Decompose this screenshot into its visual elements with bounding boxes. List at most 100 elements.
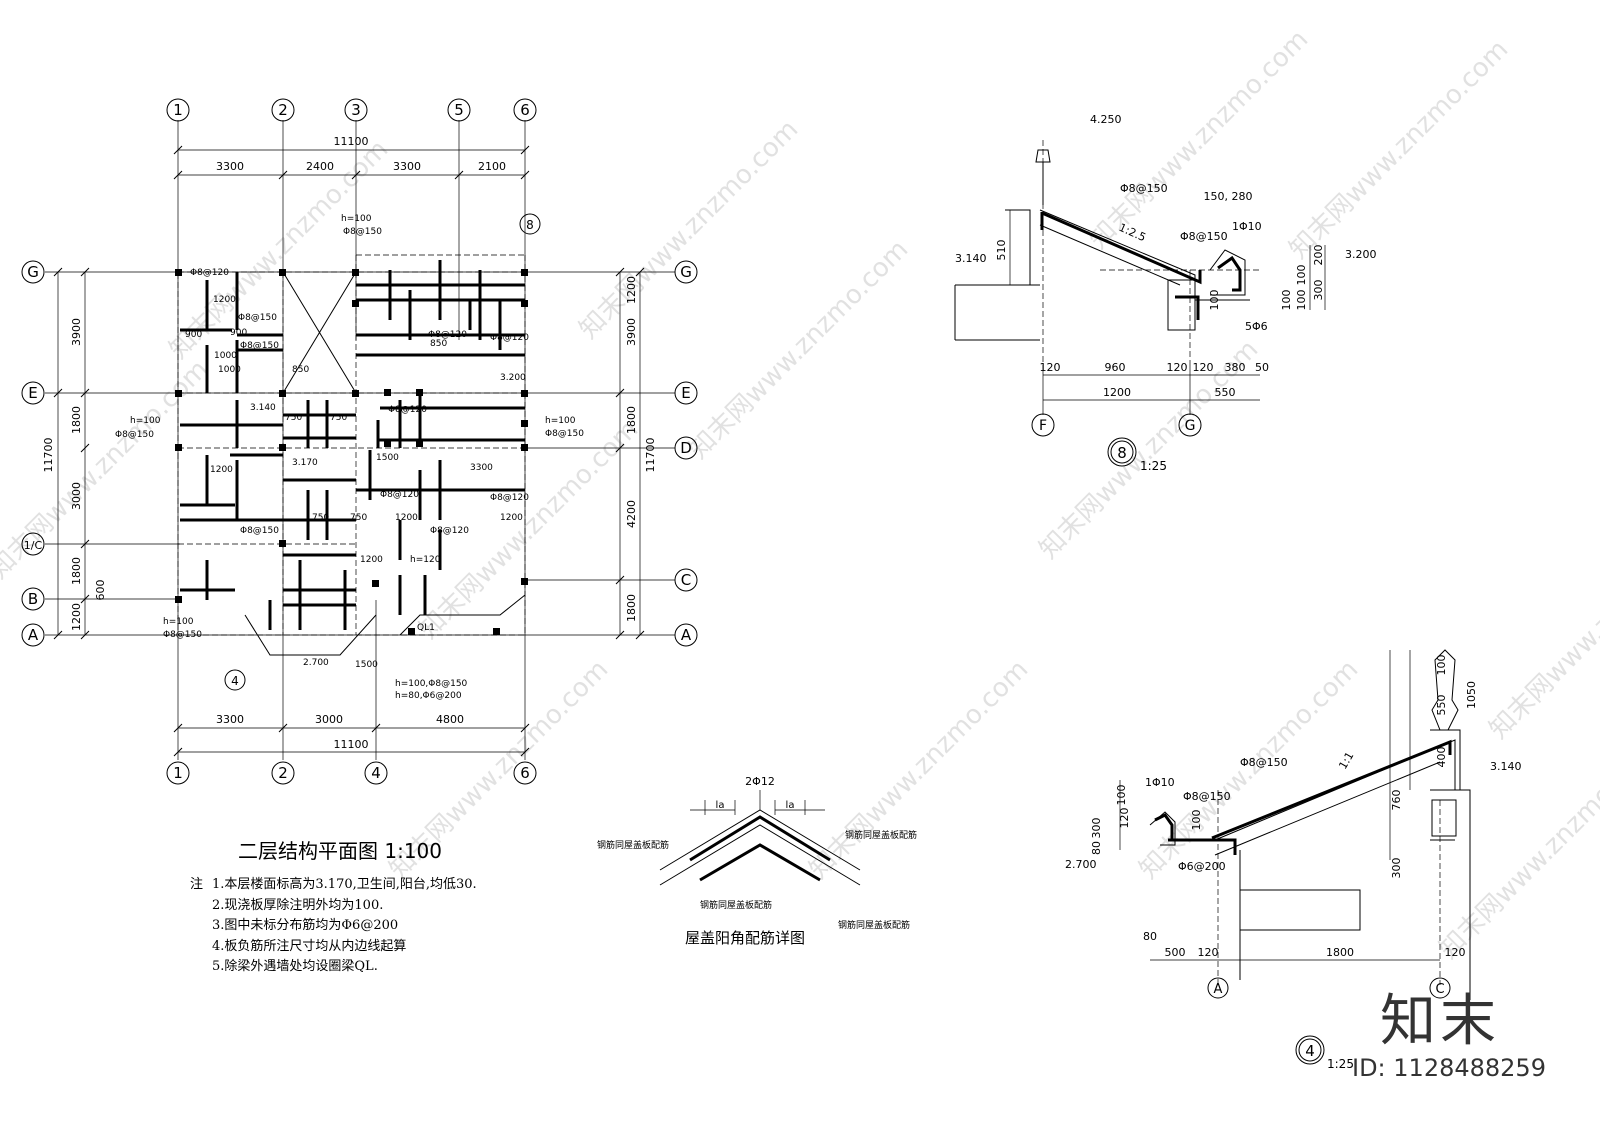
plan-label-0: h=100 (130, 416, 161, 426)
d4-id: 4 (1305, 1042, 1315, 1060)
plan-label-17: h=100,Φ8@150 (395, 679, 468, 689)
corner-detail-title: 屋盖阳角配筋详图 (685, 929, 806, 947)
notes-block: 注 (190, 873, 203, 892)
plan-label-4: 900 (185, 330, 202, 340)
plan-label-1: Φ8@150 (115, 430, 154, 440)
d8-dim-m-3: 100 (1295, 265, 1308, 286)
d8-slope: 1:2.5 (1117, 221, 1148, 244)
d4-dim-r-5: 300 (1390, 858, 1403, 879)
plan-label-7: 750 (285, 413, 302, 423)
dim-bottom-0: 3300 (216, 713, 244, 726)
d4-dim-r-2: 1050 (1465, 681, 1478, 709)
plan-label-9: 3300 (470, 463, 493, 473)
plan-label-extra-13: Φ8@120 (388, 405, 427, 415)
plan-scale: 1:100 (384, 839, 442, 863)
d8-rebar-1: Φ8@150 (1180, 230, 1228, 243)
plan-title-text: 二层结构平面图 (238, 839, 378, 863)
note-1: 1.本层楼面标高为3.170,卫生间,阳台,均低30. (212, 877, 477, 892)
detail-4: 3.1402.700Φ8@1501Φ10Φ8@150Φ6@2001:180500… (1065, 649, 1522, 1071)
plan-label-6: 1200 (210, 465, 233, 475)
d8-dim-m-5: 100 (1295, 290, 1308, 311)
axis-right-E-circle (674, 381, 698, 405)
d4-dim-b-1: 500 (1165, 946, 1186, 959)
dc-note-2: 钢筋同屋盖板配筋 (700, 899, 772, 911)
dim-left-1: 1800 (70, 406, 83, 434)
plan-label-extra-4: h=100 (163, 617, 194, 627)
dim-top-3: 2100 (478, 160, 506, 173)
callout-8-circle (519, 213, 541, 235)
note-5: 5.除梁外遇墙处均设圈梁QL. (212, 959, 378, 974)
d8-axis-G: G (1185, 418, 1196, 434)
d8-dim-b-0: 120 (1040, 361, 1061, 374)
axis-right-G: G (680, 263, 692, 281)
plan-label-extra-8: Φ8@120 (490, 333, 529, 343)
plan-label-extra-14: 1500 (376, 453, 399, 463)
plan-label-2: Φ8@120 (190, 268, 229, 278)
watermark-10: 知末网www.znzmo.com (1134, 654, 1365, 885)
plan-label-extra-10: Φ8@120 (490, 493, 529, 503)
axis-top-2: 2 (278, 101, 288, 119)
plan-label-dim-9: 1200 (360, 555, 383, 565)
dim-bottom-1: 3000 (315, 713, 343, 726)
plan-label-14: 2.700 (303, 658, 329, 668)
watermark-9: 知末网www.znzmo.com (804, 654, 1035, 885)
d8-elev-2: 3.200 (1345, 248, 1377, 261)
dim-top-0: 3300 (216, 160, 244, 173)
note-2: 2.现浇板厚除注明外均为100. (212, 898, 384, 913)
axis-right-C-circle (674, 568, 698, 592)
axis-right-E: E (681, 384, 690, 402)
note-4: 4.板负筋所注尺寸均从内边线起算 (212, 939, 407, 954)
d4-rebar-0: Φ8@150 (1240, 756, 1288, 769)
d4-dim-r-4: 760 (1390, 790, 1403, 811)
callout-4-circle (224, 669, 246, 691)
d8-dim-b-3: 120 (1193, 361, 1214, 374)
d4-dim-l-2: 120 (1118, 808, 1131, 829)
axis-left-A: A (28, 626, 39, 644)
plan-label-extra-1: Φ8@150 (343, 227, 382, 237)
d8-dim-m-6: 100 (1208, 290, 1221, 311)
plan-label-extra-0: h=100 (341, 214, 372, 224)
plan-label-dim-0: 1200 (213, 295, 236, 305)
axis-bottom-4: 4 (371, 764, 381, 782)
axis-top-5: 5 (454, 101, 464, 119)
dim-right-total: 11700 (644, 438, 657, 473)
plan-label-dim-3: 850 (292, 365, 309, 375)
plan-label-5: 1000 (218, 365, 241, 375)
axis-right-D-circle (674, 436, 698, 460)
id-label: ID: 1128488259 (1352, 1054, 1546, 1082)
axis-top-5-circle (447, 98, 471, 122)
d4-dim-l-3: 80 (1090, 841, 1103, 855)
dim-top-2: 3300 (393, 160, 421, 173)
axis-right-C: C (681, 571, 691, 589)
watermark-3: 知末网www.znzmo.com (1284, 34, 1515, 265)
dc-note-0: 钢筋同屋盖板配筋 (597, 839, 669, 851)
d8-dim-b-4: 380 (1225, 361, 1246, 374)
axis-top-6: 6 (520, 101, 530, 119)
d8-dim-b2-0: 1200 (1103, 386, 1131, 399)
d4-dim-r-1: 550 (1435, 695, 1448, 716)
dc-rebar: 2Φ12 (745, 775, 775, 788)
plan-label-13: 3.200 (500, 373, 526, 383)
plan-label-dim-1: 1000 (214, 351, 237, 361)
axis-bottom-1: 1 (173, 764, 183, 782)
dim-right-0: 1200 (625, 276, 638, 304)
plan-label-dim-2: 900 (230, 328, 247, 338)
axis-right-G-circle (674, 260, 698, 284)
axis-right-A: A (681, 626, 692, 644)
plan-label-3: Φ8@150 (238, 313, 277, 323)
axis-left-B: B (28, 590, 38, 608)
axis-bottom-1-circle (166, 761, 190, 785)
plan-label-12: 3.170 (292, 458, 318, 468)
d4-dim-b-0: 80 (1143, 930, 1157, 943)
plan-label-extra-7: Φ8@120 (428, 330, 467, 340)
plan-label-extra-3: Φ8@150 (545, 429, 584, 439)
dim-right-3: 4200 (625, 500, 638, 528)
plan-label-dim-6: 750 (330, 413, 347, 423)
d4-dim-l-4: 100 (1190, 810, 1203, 831)
d4-elev-1: 2.700 (1065, 858, 1097, 871)
watermark-2: 知末网www.znzmo.com (1084, 24, 1315, 255)
dim-left-3: 1800 (70, 557, 83, 585)
